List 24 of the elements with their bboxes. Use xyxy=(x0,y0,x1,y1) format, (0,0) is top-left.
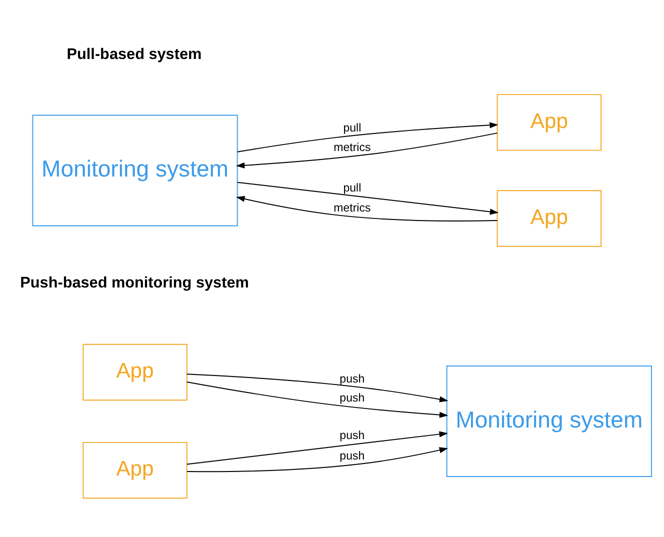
label: Pull-based system xyxy=(66,46,202,63)
edge-label: push xyxy=(340,373,365,386)
edge-label: pull xyxy=(343,182,362,194)
node-box: Monitoring system xyxy=(32,114,238,226)
arrow xyxy=(236,132,498,168)
node-box: App xyxy=(496,94,602,151)
edge-label: pull xyxy=(343,122,362,135)
label: Push-based monitoring system xyxy=(20,274,249,292)
edge-label: push xyxy=(340,430,365,442)
arrow xyxy=(186,431,448,465)
edge-label: push xyxy=(340,450,365,462)
arrow xyxy=(186,382,448,418)
node-box: App xyxy=(496,190,602,247)
node-box: App xyxy=(82,442,188,499)
edge-label: push xyxy=(340,392,365,405)
arrow xyxy=(186,374,448,402)
node-box: App xyxy=(82,344,188,401)
edge-label: metrics xyxy=(334,202,371,214)
arrow xyxy=(236,122,498,152)
edge-label: metrics xyxy=(334,142,371,154)
arrow xyxy=(236,196,498,222)
node-box: Monitoring system xyxy=(446,366,652,478)
arrow xyxy=(237,182,499,215)
arrow xyxy=(186,447,448,472)
